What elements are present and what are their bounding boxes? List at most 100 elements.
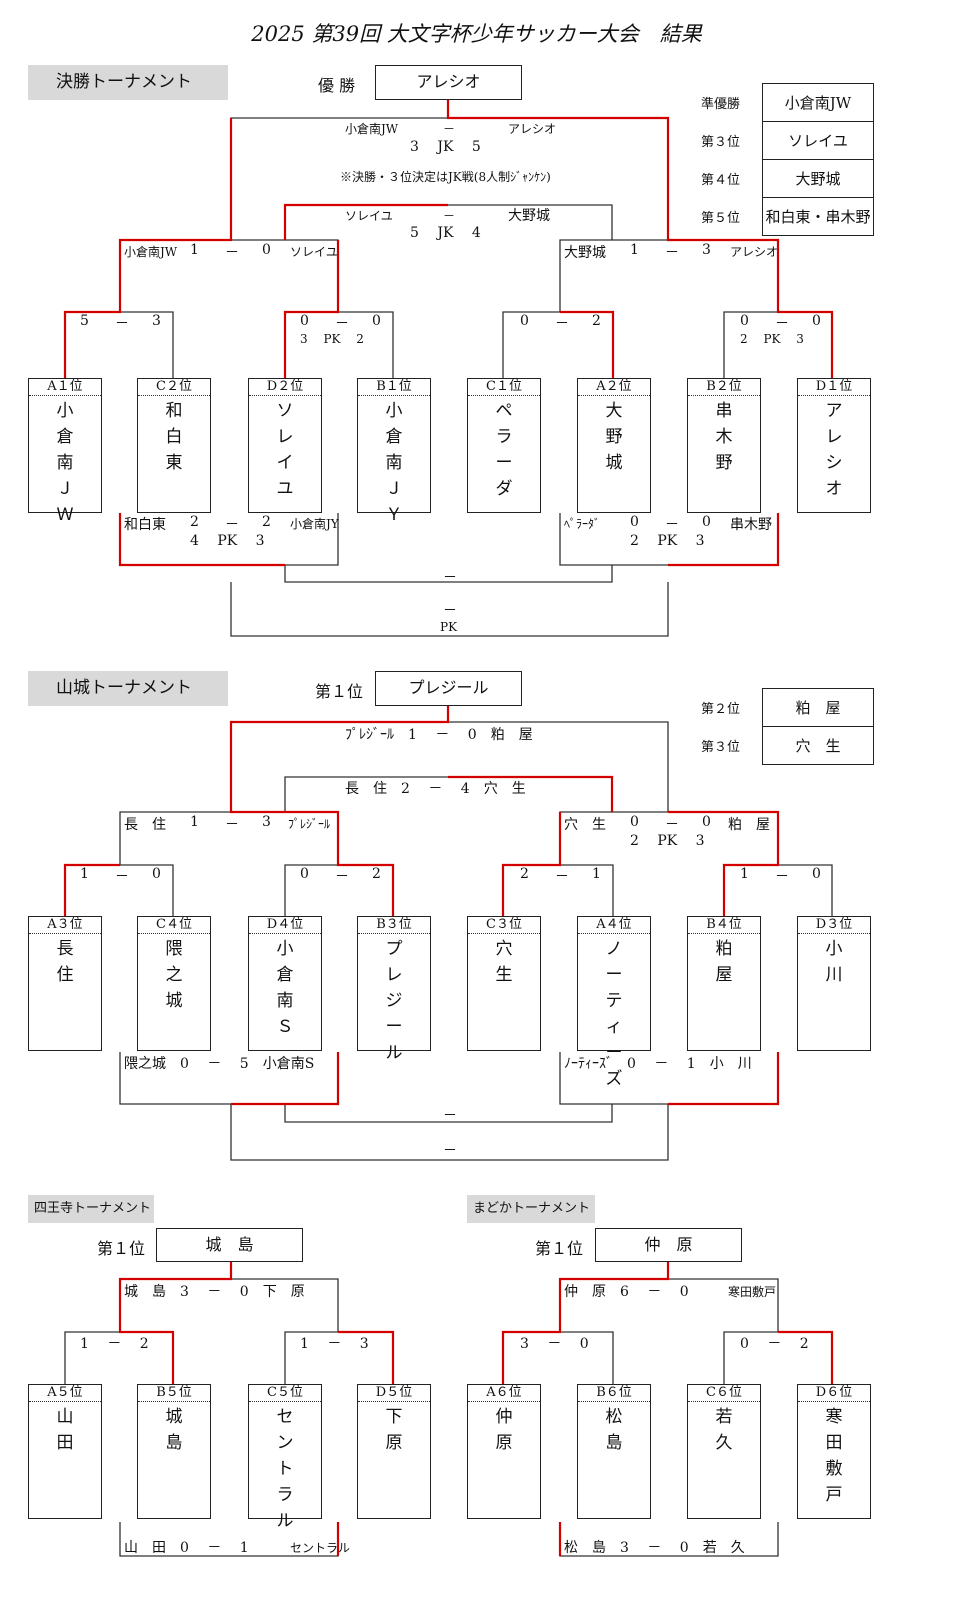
final-match-score: 3 JK 5 xyxy=(410,139,481,155)
shiouji-section-title: 四王寺トーナメント xyxy=(28,1195,154,1223)
final-match-team2: アレシオ xyxy=(508,122,557,136)
standing-key: 第３位 xyxy=(701,740,741,755)
r1-score-b: 0 xyxy=(812,866,821,882)
sf-right-score-b: 3 xyxy=(702,242,711,258)
team-card: B１位小倉南ＪＹ xyxy=(357,378,431,525)
cons-bottom-dash: － xyxy=(443,603,457,619)
team-card: B３位プレジール xyxy=(357,916,431,1063)
page-title: 2025 第39回 大文字杯少年サッカー大会 結果 xyxy=(251,22,702,46)
standing-value: 粕 屋 xyxy=(762,688,874,727)
team-seed: D２位 xyxy=(249,379,321,396)
sf-left-team1: 小倉南JW xyxy=(124,245,178,259)
yamashiro-third-match: 長 住 2 － 4 穴 生 xyxy=(345,781,526,797)
sf-right-team1: 大野城 xyxy=(564,245,606,261)
team-seed: A６位 xyxy=(468,1385,540,1402)
r1-pk: 3 PK 2 xyxy=(300,332,364,346)
standing-key: 第４位 xyxy=(701,173,741,188)
team-card: A４位ノーティーズ xyxy=(577,916,651,1089)
cons-left-pk: 4 PK 3 xyxy=(190,533,265,549)
madoka-r1: 3 － 0 xyxy=(520,1336,589,1352)
sf-left-team2: ソレイユ xyxy=(290,245,338,259)
team-name: 隈之城 xyxy=(165,939,183,1011)
team-card: A５位山 田 xyxy=(28,1384,102,1519)
team-card: B５位城 島 xyxy=(137,1384,211,1519)
team-name: セントラル xyxy=(276,1407,294,1531)
yamashiro-winner-label: 第１位 xyxy=(315,682,364,701)
team-name: 穴 生 xyxy=(495,939,530,985)
team-card: C１位ペラーダ xyxy=(467,378,541,513)
final-section-title: 決勝トーナメント xyxy=(28,65,228,100)
team-card: B４位粕 屋 xyxy=(687,916,761,1051)
yamashiro-sf-left-team1: 長 住 xyxy=(124,817,166,833)
team-name: 粕 屋 xyxy=(715,939,750,985)
team-card: D１位アレシオ xyxy=(797,378,871,513)
r1-dash: － xyxy=(115,869,129,885)
team-seed: B６位 xyxy=(578,1385,650,1402)
cons-left-team2: 小倉南JY xyxy=(290,517,339,531)
yamashiro-section-title: 山城トーナメント xyxy=(28,671,228,706)
team-card: B６位松 島 xyxy=(577,1384,651,1519)
madoka-final-team2: 寒田敷戸 xyxy=(728,1285,777,1299)
third-match-score: 5 JK 4 xyxy=(410,225,481,241)
cons-mid-dash: － xyxy=(443,570,457,586)
team-card: D４位小倉南Ｓ xyxy=(248,916,322,1051)
team-card: C２位和白東 xyxy=(137,378,211,513)
final-match-dash: － xyxy=(443,122,456,136)
standing-key: 第２位 xyxy=(701,702,741,717)
third-match-team2: 大野城 xyxy=(508,208,550,224)
team-seed: B２位 xyxy=(688,379,760,396)
team-seed: B４位 xyxy=(688,917,760,934)
yamashiro-sf-right-team1: 穴 生 xyxy=(564,817,606,833)
shiouji-cons: 山 田 0 － 1 xyxy=(124,1540,249,1556)
team-seed: D６位 xyxy=(798,1385,870,1402)
yamashiro-sf-right-score-a: 0 xyxy=(630,814,639,830)
sf-left-dash: － xyxy=(225,245,239,261)
team-card: C５位セントラル xyxy=(248,1384,322,1531)
team-card: A３位長 住 xyxy=(28,916,102,1051)
team-card: A２位大野城 xyxy=(577,378,651,513)
team-seed: D１位 xyxy=(798,379,870,396)
team-name: 寒田敷戸 xyxy=(825,1407,843,1505)
madoka-section-title: まどかトーナメント xyxy=(467,1195,595,1223)
team-card: D５位下 原 xyxy=(357,1384,431,1519)
team-seed: A３位 xyxy=(29,917,101,934)
standing-key: 第３位 xyxy=(701,135,741,150)
r1-score-b: 0 xyxy=(812,313,821,329)
team-card: D６位寒田敷戸 xyxy=(797,1384,871,1519)
team-seed: B５位 xyxy=(138,1385,210,1402)
r1-dash: － xyxy=(335,316,349,332)
team-seed: A４位 xyxy=(578,917,650,934)
r1-score-a: 1 xyxy=(740,866,749,882)
r1-dash: － xyxy=(555,869,569,885)
madoka-cons: 松 島 3 － 0 若 久 xyxy=(564,1540,745,1556)
final-note: ※決勝・３位決定はJK戦(8人制ｼﾞｬﾝｹﾝ) xyxy=(340,170,551,184)
team-name: 仲 原 xyxy=(495,1407,530,1453)
cons-left-team1: 和白東 xyxy=(124,517,166,533)
yamashiro-cons-mid: － xyxy=(443,1108,457,1124)
r1-score-b: 2 xyxy=(372,866,381,882)
shiouji-cons-team2: セントラル xyxy=(290,1541,351,1555)
standing-value: 小倉南JW xyxy=(762,83,874,122)
madoka-winner-box: 仲 原 xyxy=(595,1228,742,1262)
r1-score-b: 0 xyxy=(152,866,161,882)
sf-left-score-a: 1 xyxy=(190,242,199,258)
r1-dash: － xyxy=(115,316,129,332)
team-seed: C６位 xyxy=(688,1385,760,1402)
r1-score-a: 2 xyxy=(520,866,529,882)
r1-score-a: 0 xyxy=(520,313,529,329)
cons-right-dash: － xyxy=(665,517,679,533)
team-name: ソレイユ xyxy=(276,401,294,499)
shiouji-r1: 1 － 3 xyxy=(300,1336,369,1352)
team-name: プレジール xyxy=(385,939,403,1063)
r1-score-a: 0 xyxy=(740,313,749,329)
cons-left-dash: － xyxy=(225,517,239,533)
team-seed: C１位 xyxy=(468,379,540,396)
team-seed: D５位 xyxy=(358,1385,430,1402)
yamashiro-winner-box: プレジール xyxy=(375,671,522,706)
team-card: A１位小倉南ＪＷ xyxy=(28,378,102,525)
cons-right-team1: ﾍﾟﾗｰﾀﾞ xyxy=(564,517,601,531)
r1-pk: 2 PK 3 xyxy=(740,332,804,346)
team-name: 山 田 xyxy=(56,1407,91,1453)
r1-dash: － xyxy=(555,316,569,332)
cons-right-pk: 2 PK 3 xyxy=(630,533,705,549)
